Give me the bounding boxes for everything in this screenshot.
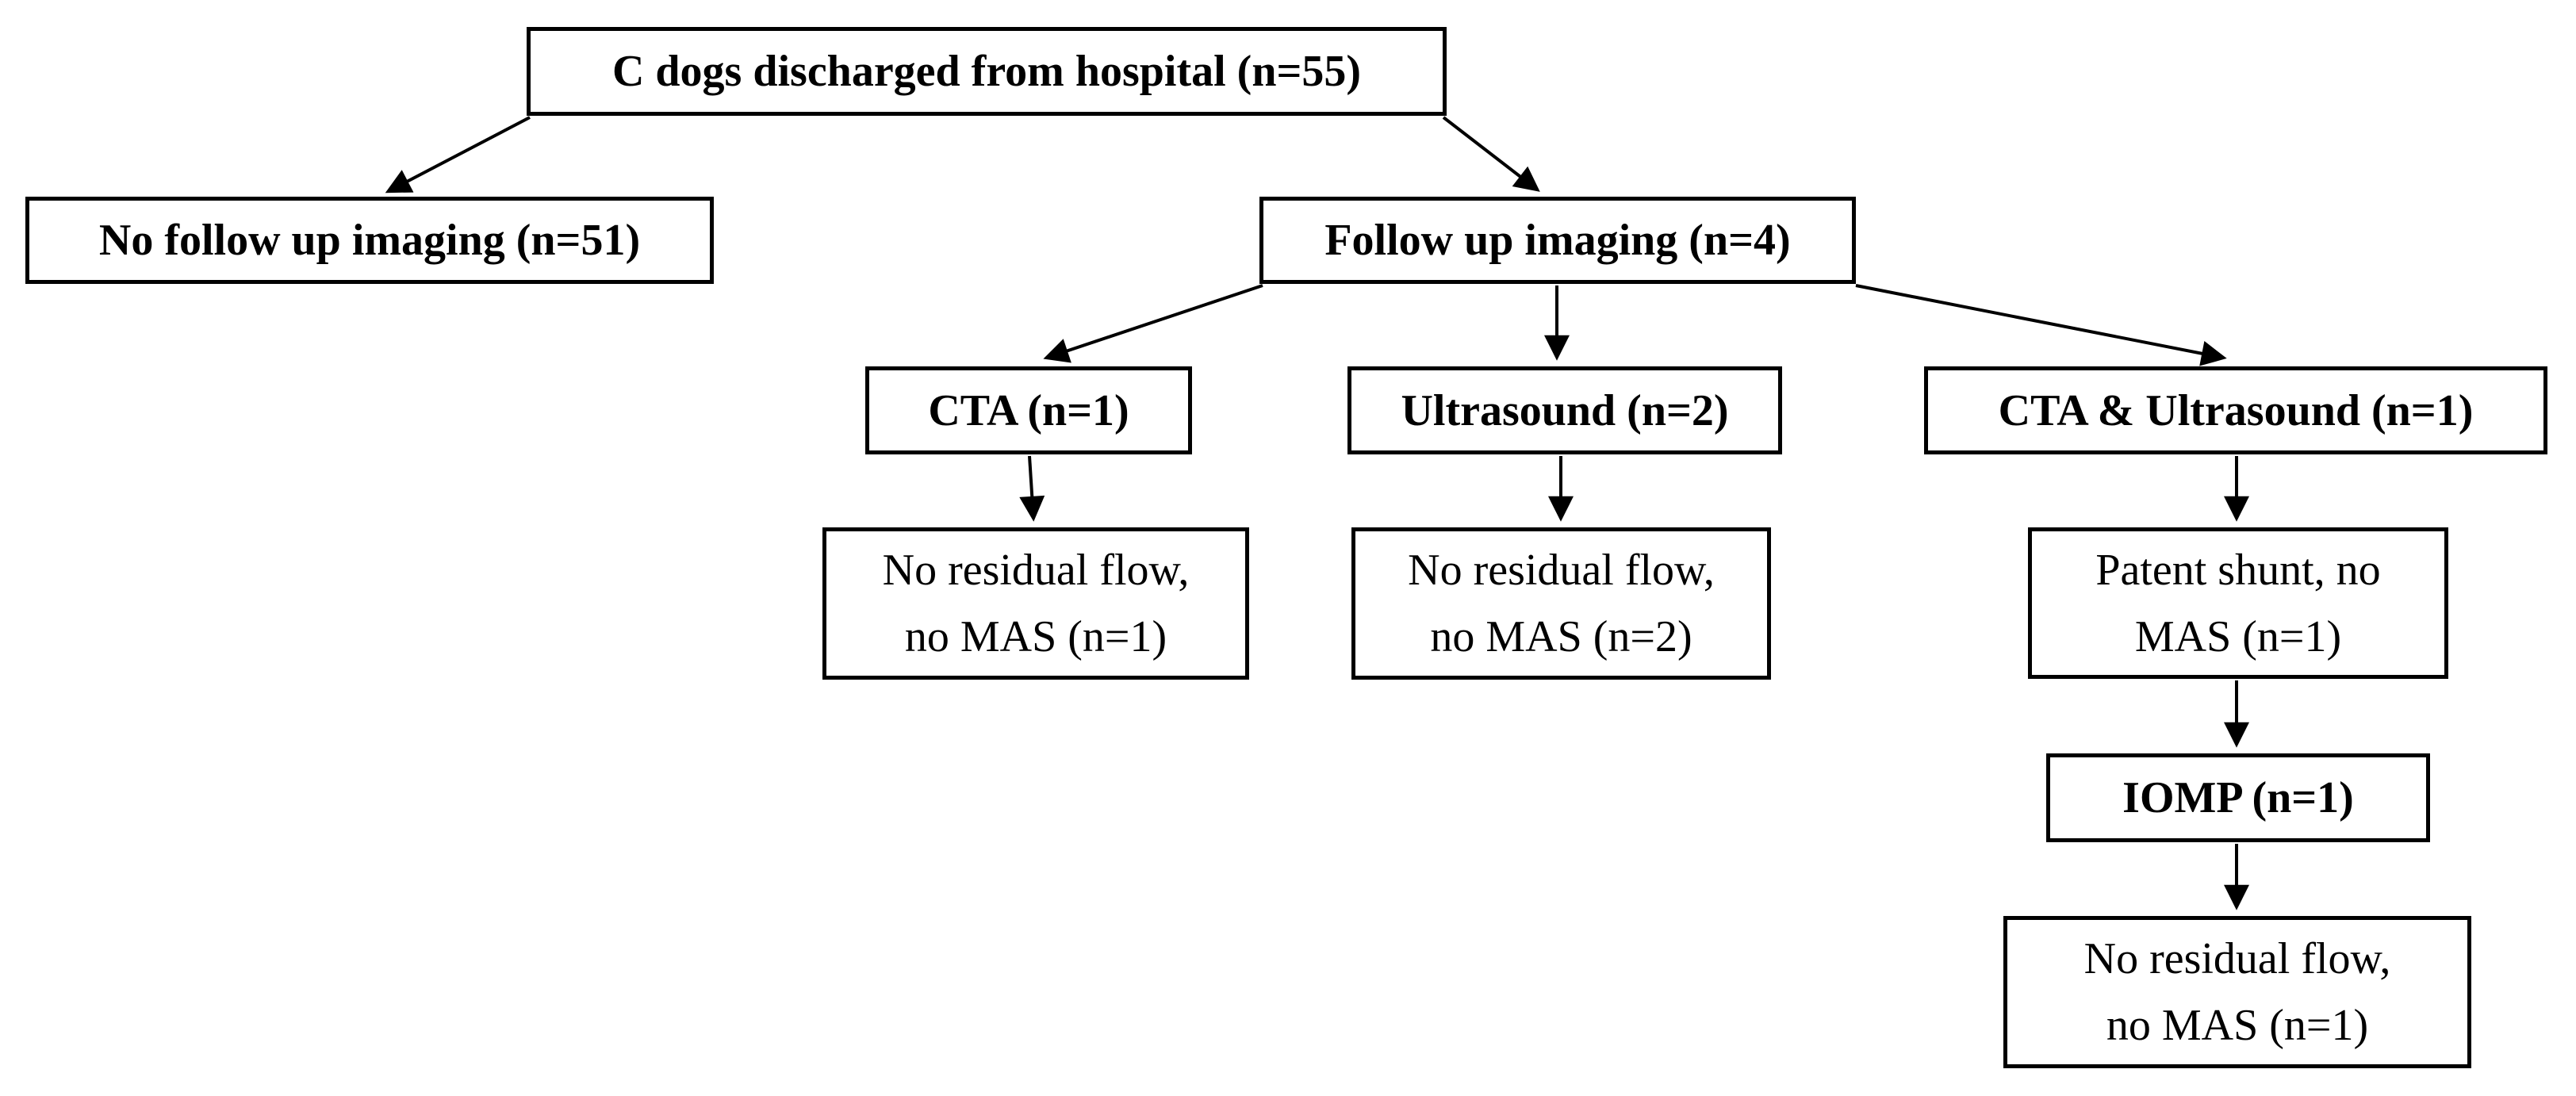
node-ultrasound: Ultrasound (n=2): [1347, 366, 1782, 454]
node-ultrasound-label: Ultrasound (n=2): [1401, 385, 1729, 435]
node-ultrasound-outcome-line1: No residual flow,: [1408, 546, 1715, 595]
node-cta-and-ultrasound-label: CTA & Ultrasound (n=1): [1998, 385, 2474, 435]
node-ultrasound-outcome: No residual flow, no MAS (n=2): [1351, 527, 1771, 680]
node-root-discharged: C dogs discharged from hospital (n=55): [527, 27, 1447, 116]
arrow-root-to-followup: [1442, 116, 1540, 192]
node-iomp-outcome-line1: No residual flow,: [2083, 934, 2391, 983]
arrow-root-to-no-followup: [385, 116, 531, 194]
node-cta: CTA (n=1): [865, 366, 1192, 454]
node-cta-outcome-line1: No residual flow,: [882, 546, 1190, 595]
node-iomp-label: IOMP (n=1): [2122, 773, 2354, 822]
node-root-label: C dogs discharged from hospital (n=55): [611, 47, 1362, 96]
node-patent-shunt-line2: MAS (n=1): [2134, 611, 2342, 661]
arrow-cta-to-outcome: [1019, 455, 1045, 522]
arrow-followup-to-cta: [1043, 284, 1263, 363]
node-cta-and-ultrasound: CTA & Ultrasound (n=1): [1924, 366, 2547, 454]
node-ultrasound-outcome-line2: no MAS (n=2): [1430, 612, 1692, 661]
node-iomp: IOMP (n=1): [2046, 753, 2430, 842]
node-cta-outcome-line2: no MAS (n=1): [904, 612, 1167, 661]
node-no-followup-imaging: No follow up imaging (n=51): [25, 197, 714, 284]
arrow-followup-to-cta-ultrasound: [1855, 284, 2227, 366]
node-cta-outcome: No residual flow, no MAS (n=1): [822, 527, 1249, 680]
node-iomp-outcome-line2: no MAS (n=1): [2106, 1001, 2369, 1050]
node-followup-imaging: Follow up imaging (n=4): [1259, 197, 1856, 284]
node-no-followup-label: No follow up imaging (n=51): [98, 216, 641, 265]
node-patent-shunt: Patent shunt, no MAS (n=1): [2028, 527, 2448, 679]
node-followup-label: Follow up imaging (n=4): [1324, 216, 1791, 265]
node-cta-label: CTA (n=1): [928, 385, 1129, 435]
node-iomp-outcome: No residual flow, no MAS (n=1): [2003, 916, 2471, 1068]
node-patent-shunt-line1: Patent shunt, no: [2095, 545, 2381, 595]
